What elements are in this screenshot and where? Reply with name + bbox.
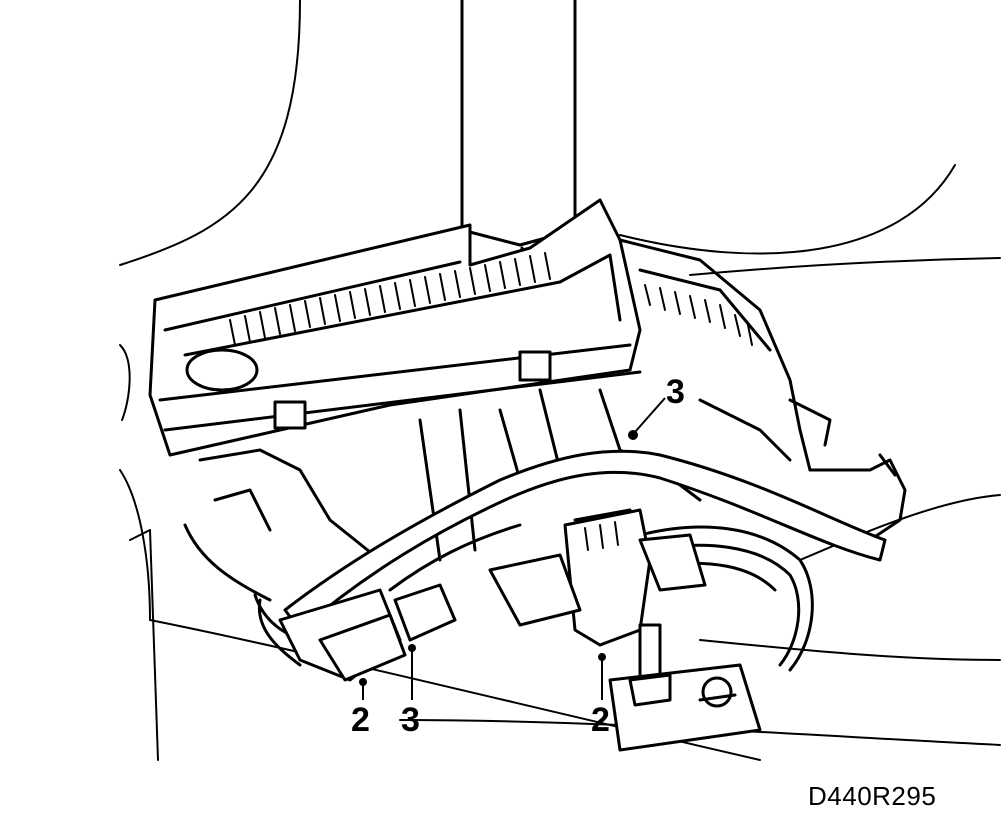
- callout-label-2-right: 2: [591, 701, 610, 739]
- callout-label-3-left: 3: [401, 701, 420, 739]
- bottom-bracket: [608, 663, 762, 752]
- callout-label-2-left: 2: [351, 701, 370, 739]
- bolt: [701, 676, 733, 708]
- figure-reference-code: D440R295: [808, 781, 937, 811]
- left-connectors: [257, 583, 457, 682]
- lower-mechanism: [183, 388, 702, 646]
- console-outline: [119, 0, 1001, 761]
- right-connector: [488, 508, 707, 682]
- right-housing: [618, 238, 907, 542]
- selector-frame: [148, 198, 642, 457]
- selector-button-cap: [185, 348, 259, 392]
- callout-leaders: [359, 397, 666, 700]
- callout-label-3-top: 3: [666, 373, 685, 411]
